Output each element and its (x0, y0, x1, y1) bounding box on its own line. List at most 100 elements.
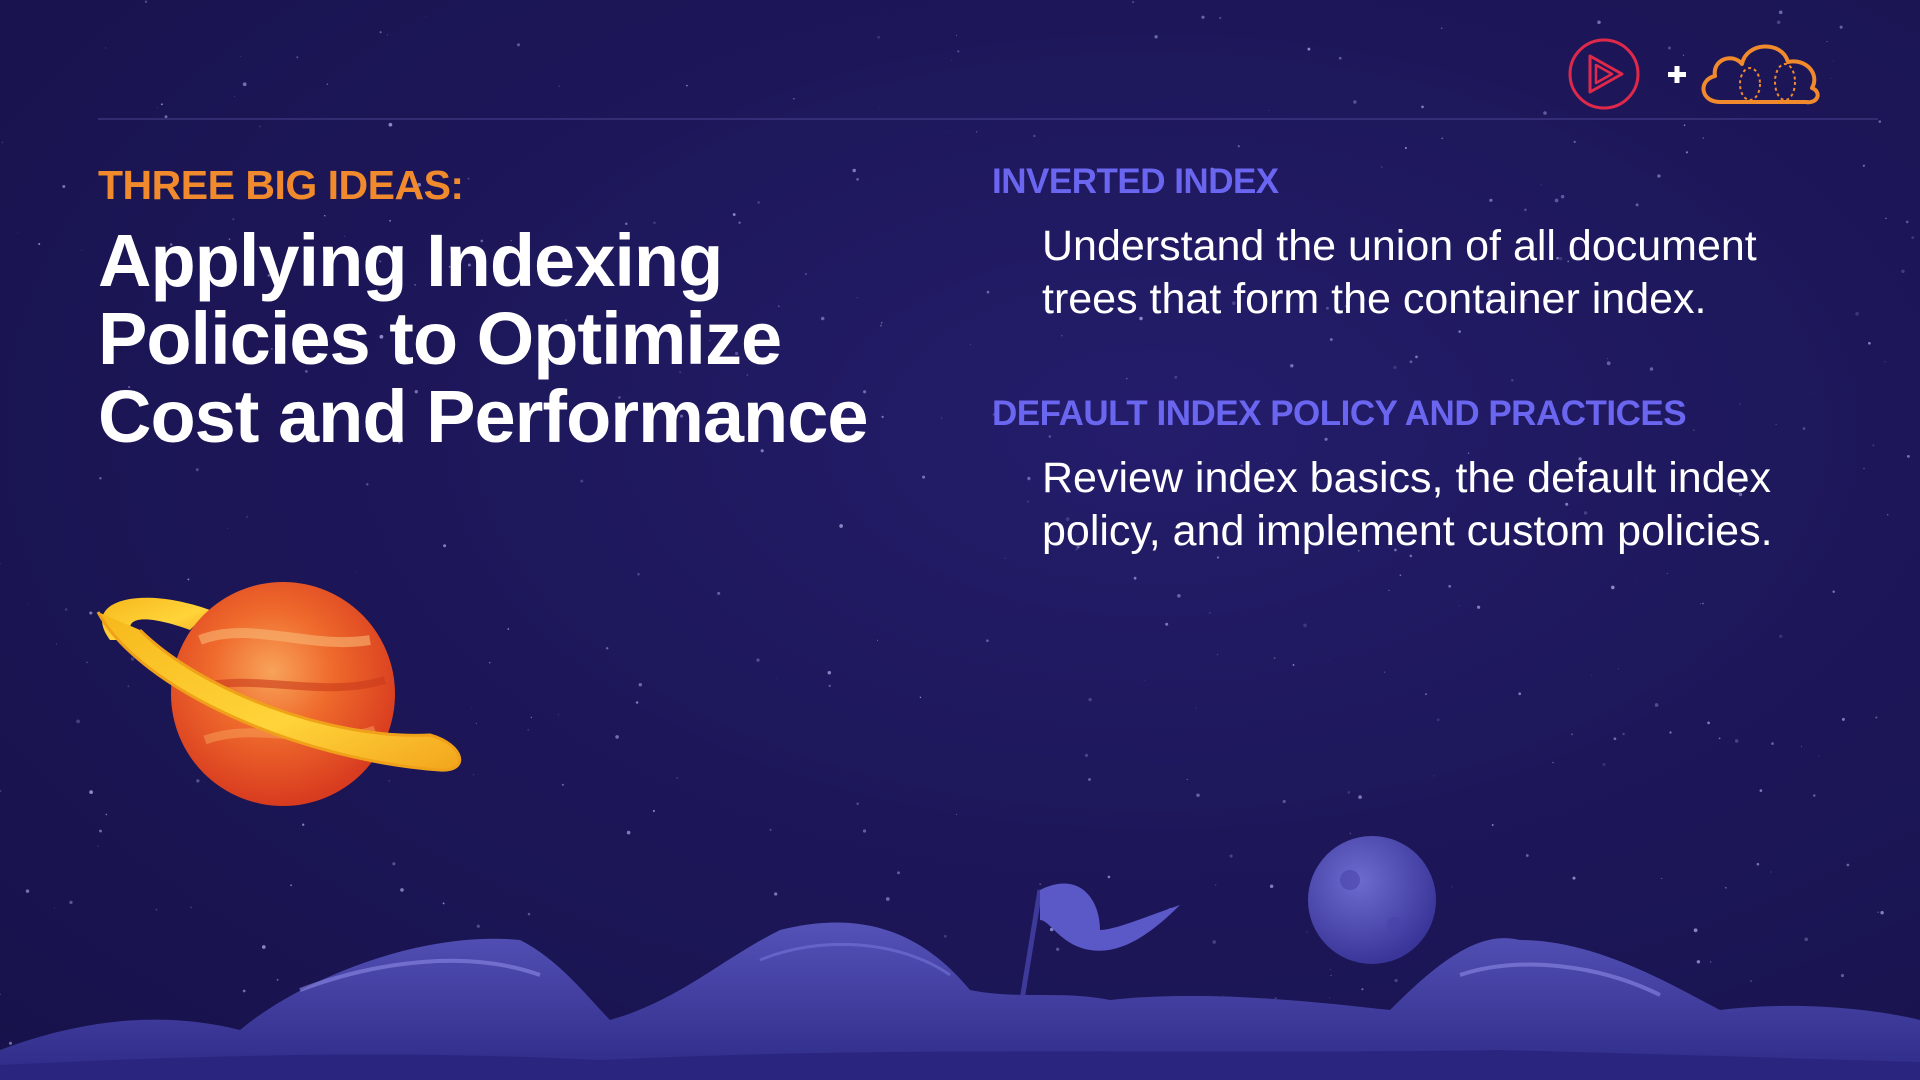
star (1804, 937, 1809, 942)
star (986, 290, 990, 294)
star (1683, 124, 1686, 126)
star (270, 347, 273, 351)
star (1602, 762, 1606, 767)
star (956, 34, 957, 36)
star (1566, 481, 1568, 483)
star (1540, 184, 1542, 186)
star (169, 243, 173, 246)
star (1065, 517, 1070, 521)
cloud-icon (1701, 44, 1820, 105)
star (922, 475, 926, 479)
star (379, 260, 382, 263)
star (1399, 574, 1402, 577)
star (738, 221, 741, 224)
star (1487, 297, 1491, 301)
star (1525, 947, 1527, 949)
star (1606, 358, 1608, 360)
star (1524, 299, 1527, 301)
star (389, 219, 392, 222)
star (227, 528, 228, 529)
star (1273, 657, 1276, 659)
star (1907, 455, 1910, 458)
star (746, 374, 749, 377)
star (1303, 623, 1307, 628)
star (1240, 464, 1243, 467)
star (1363, 844, 1364, 845)
star (1622, 732, 1625, 736)
star (218, 184, 220, 186)
star (0, 563, 1, 564)
star (1667, 46, 1671, 50)
star (558, 85, 560, 87)
star (565, 319, 567, 321)
star (1210, 167, 1215, 172)
star (27, 604, 29, 605)
star (1676, 290, 1679, 294)
star (1661, 877, 1663, 880)
star (1707, 721, 1710, 725)
star (1778, 634, 1783, 639)
star (793, 339, 795, 340)
star (961, 1037, 965, 1042)
star (1583, 511, 1588, 515)
star (957, 50, 960, 53)
star (1458, 605, 1460, 606)
star (862, 829, 867, 833)
star (232, 218, 235, 221)
star (448, 265, 451, 268)
star (550, 436, 554, 440)
star (1846, 863, 1850, 867)
star (467, 177, 470, 180)
star (467, 263, 471, 267)
star (1884, 361, 1886, 363)
star (1427, 1012, 1431, 1015)
star (527, 912, 531, 916)
star (1328, 660, 1329, 662)
star (1039, 883, 1042, 886)
star (668, 340, 670, 342)
star (1558, 256, 1563, 261)
star (1491, 824, 1494, 826)
star (1358, 795, 1362, 799)
star (1076, 545, 1080, 549)
star (1324, 437, 1328, 441)
star (1297, 216, 1299, 218)
star (1216, 654, 1218, 656)
star (379, 31, 382, 34)
star (879, 107, 881, 109)
star (1107, 875, 1111, 879)
star (1231, 301, 1236, 306)
star (1186, 778, 1188, 780)
star (951, 60, 952, 61)
star (653, 221, 656, 225)
star (1567, 260, 1570, 263)
star (708, 339, 711, 342)
star (976, 131, 978, 133)
star (1734, 739, 1739, 743)
star (1556, 256, 1559, 260)
star (1420, 881, 1424, 885)
star (1911, 236, 1915, 239)
star (1739, 403, 1742, 405)
star (635, 701, 639, 704)
star (1215, 884, 1217, 886)
star (1441, 137, 1444, 140)
star (304, 369, 308, 373)
star (1292, 664, 1295, 666)
star (1597, 20, 1601, 24)
star (1591, 674, 1593, 676)
star (1651, 985, 1654, 989)
star (276, 978, 279, 981)
star (1195, 707, 1197, 709)
star (1461, 297, 1462, 298)
star (1813, 794, 1816, 797)
star (128, 386, 131, 389)
star (770, 979, 775, 983)
idea-heading: INVERTED INDEX (992, 162, 1279, 201)
star (941, 417, 943, 419)
star (417, 182, 422, 187)
star (618, 396, 621, 399)
star (652, 809, 655, 813)
star (1278, 238, 1281, 240)
